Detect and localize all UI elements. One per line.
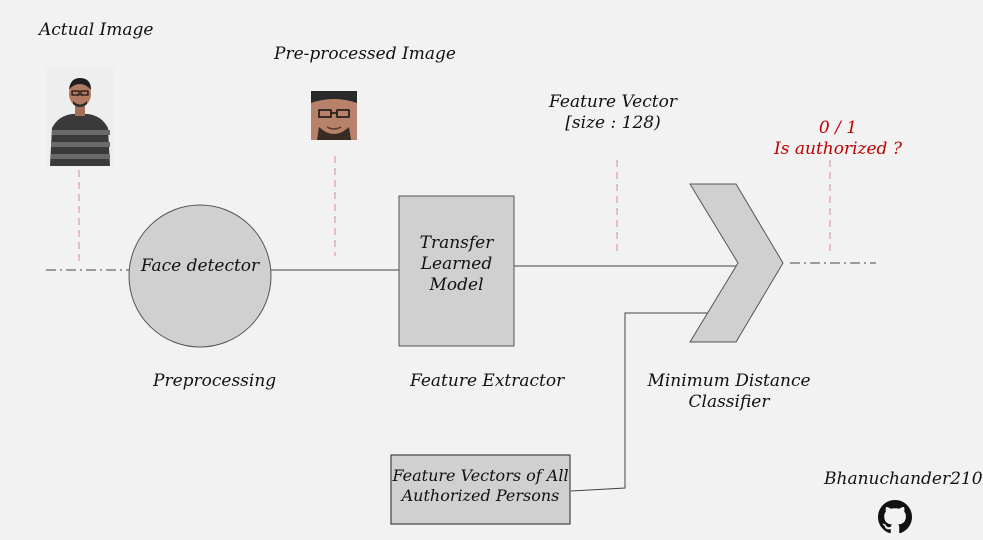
- feature-vector-label: Feature Vector [size : 128): [548, 92, 678, 134]
- authorized-db-label: Feature Vectors of All Authorized Person…: [391, 466, 570, 506]
- pipeline-diagram: [46, 156, 876, 525]
- db-line1: Feature Vectors of All: [392, 466, 569, 485]
- output-question: Is authorized ?: [774, 139, 902, 159]
- github-icon[interactable]: [878, 500, 912, 534]
- preprocessed-image-photo: [311, 91, 357, 140]
- face-detector-node: [128, 204, 272, 348]
- transfer-line3: Model: [429, 275, 484, 295]
- actual-image-label: Actual Image: [39, 20, 154, 40]
- preprocessed-image-label: Pre-processed Image: [274, 44, 456, 64]
- authorized-db-node: [390, 454, 571, 525]
- transfer-line2: Learned: [420, 254, 493, 274]
- face-detector-label: Face detector: [140, 256, 260, 276]
- actual-image-photo: [46, 68, 114, 166]
- classifier-line2: Classifier: [688, 392, 770, 412]
- output-value: 0 / 1: [818, 118, 858, 138]
- feature-vector-line2: [size : 128): [565, 113, 661, 133]
- author-name: Bhanuchander210: [824, 469, 983, 489]
- preprocessing-label: Preprocessing: [153, 371, 277, 391]
- output-label: 0 / 1 Is authorized ?: [772, 118, 904, 160]
- classifier-label: Minimum Distance Classifier: [646, 371, 812, 413]
- connector-db-classifier: [570, 312, 720, 492]
- transfer-model-label: Transfer Learned Model: [399, 233, 514, 296]
- classifier-node: [689, 183, 784, 343]
- feature-extractor-node: [398, 195, 515, 347]
- transfer-line1: Transfer: [419, 233, 494, 253]
- classifier-line1: Minimum Distance: [647, 371, 811, 391]
- feature-vector-line1: Feature Vector: [549, 92, 677, 112]
- db-line2: Authorized Persons: [401, 486, 560, 505]
- feature-extractor-label: Feature Extractor: [410, 371, 565, 391]
